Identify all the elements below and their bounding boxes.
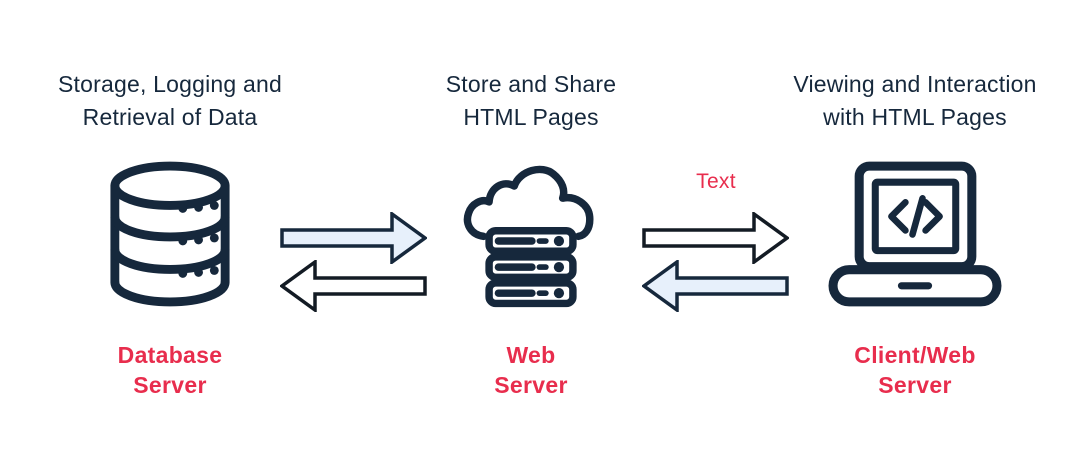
database-heading-line1: Storage, Logging and <box>58 71 282 97</box>
web-server-icon-box <box>371 158 691 310</box>
client-label-line1: Client/Web <box>854 342 976 368</box>
cloud-server-icon <box>463 165 594 307</box>
arrow-client-to-web <box>642 260 789 312</box>
web-server-label-line1: Web <box>506 342 556 368</box>
arrow-database-to-web <box>280 212 427 264</box>
client-label: Client/Web Server <box>755 340 1075 400</box>
connection-text-label: Text <box>696 170 736 193</box>
database-icon-box <box>10 158 330 310</box>
web-server-heading-line2: HTML Pages <box>463 104 599 130</box>
database-label: Database Server <box>10 340 330 400</box>
database-heading-line2: Retrieval of Data <box>82 104 258 130</box>
web-server-heading-line1: Store and Share <box>445 71 617 97</box>
arrow-web-to-client <box>642 212 789 264</box>
web-server-label: Web Server <box>371 340 691 400</box>
client-heading-line1: Viewing and Interaction <box>793 71 1037 97</box>
client-heading: Viewing and Interaction with HTML Pages <box>755 68 1075 134</box>
database-cylinder-icon <box>110 161 230 307</box>
web-server-heading: Store and Share HTML Pages <box>371 68 691 134</box>
database-label-line2: Server <box>133 372 207 398</box>
arrow-web-to-database <box>280 260 427 312</box>
database-label-line1: Database <box>117 342 223 368</box>
client-heading-line2: with HTML Pages <box>823 104 1007 130</box>
web-server-label-line2: Server <box>494 372 568 398</box>
client-icon-box <box>755 158 1075 310</box>
database-heading: Storage, Logging and Retrieval of Data <box>10 68 330 134</box>
laptop-code-icon <box>828 161 1002 307</box>
client-label-line2: Server <box>878 372 952 398</box>
